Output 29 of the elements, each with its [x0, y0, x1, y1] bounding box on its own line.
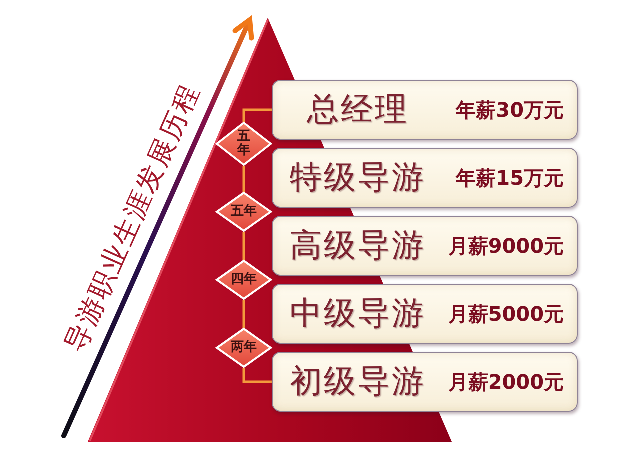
- salary-text: 月薪5000元: [448, 303, 564, 325]
- duration-diamond: [216, 122, 272, 166]
- rank-card: [272, 148, 578, 208]
- rank-card: [272, 284, 578, 344]
- rank-card: [272, 216, 578, 276]
- duration-label: 五年: [238, 130, 250, 158]
- rank-title: 中级导游: [290, 296, 426, 332]
- connector-line: [242, 366, 272, 384]
- salary-text: 月薪2000元: [448, 371, 564, 393]
- connector-line: [242, 230, 246, 262]
- connector-line: [242, 164, 246, 194]
- rank-title: 特级导游: [290, 160, 426, 196]
- rank-card: [272, 80, 578, 140]
- salary-text: 年薪15万元: [456, 167, 564, 189]
- duration-label: 两年: [231, 340, 257, 356]
- connector-line: [242, 108, 272, 124]
- salary-text: 年薪30万元: [456, 99, 564, 121]
- salary-text: 月薪9000元: [448, 235, 564, 257]
- diagram-title: 导游职业生涯发展历程: [61, 80, 205, 356]
- duration-label: 四年: [231, 272, 257, 288]
- rank-card: [272, 352, 578, 412]
- rank-title: 总经理: [307, 92, 409, 128]
- duration-diamond: [216, 328, 272, 368]
- duration-diamond: [216, 260, 272, 300]
- duration-label: 五年: [231, 204, 257, 220]
- rank-title: 初级导游: [290, 364, 426, 400]
- rank-title: 高级导游: [290, 228, 426, 264]
- connector-line: [242, 298, 246, 330]
- duration-diamond: [216, 192, 272, 232]
